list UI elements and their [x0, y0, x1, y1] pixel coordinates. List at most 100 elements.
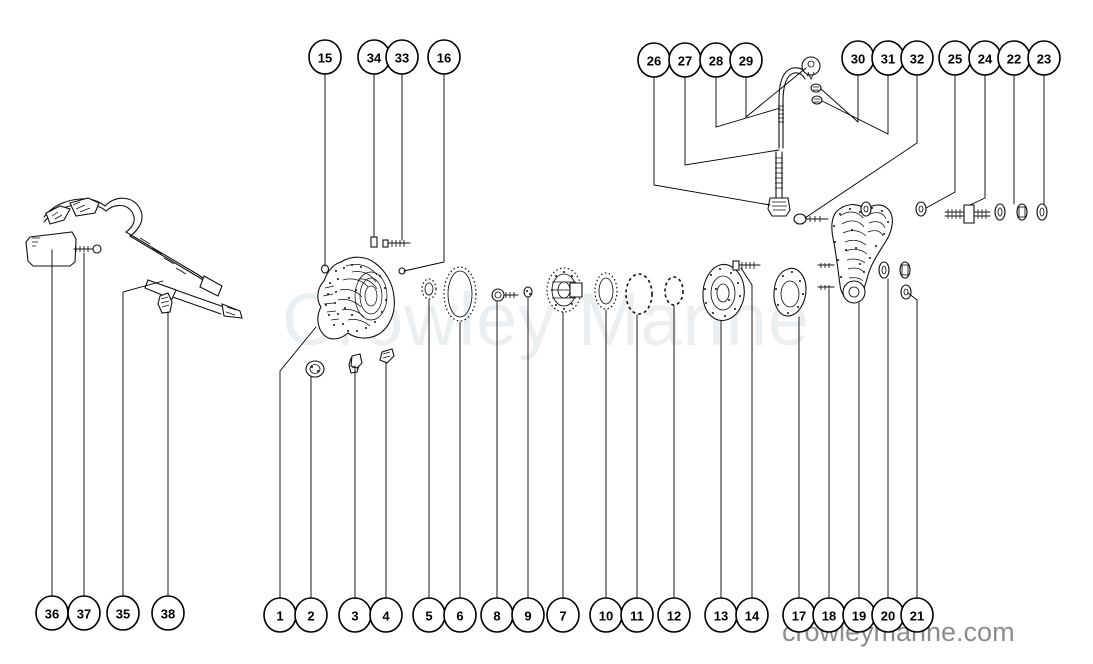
callout-8[interactable]: 8 — [480, 597, 514, 633]
rod-threads-upper — [778, 105, 784, 123]
callout-31[interactable]: 31 — [871, 40, 905, 76]
callout-28[interactable]: 28 — [699, 42, 733, 78]
callout-circle-23[interactable] — [1027, 40, 1061, 76]
callout-label-29: 29 — [739, 54, 753, 69]
callout-7[interactable]: 7 — [546, 597, 580, 633]
callout-35[interactable]: 35 — [106, 595, 140, 631]
callout-36[interactable]: 36 — [35, 595, 69, 631]
callout-label-25: 25 — [948, 52, 962, 67]
callout-11[interactable]: 11 — [620, 597, 654, 633]
nut-23b — [1036, 203, 1048, 221]
callout-25[interactable]: 25 — [938, 40, 972, 76]
callout-2[interactable]: 2 — [294, 597, 328, 633]
callout-circle-35[interactable] — [106, 595, 140, 631]
callout-4[interactable]: 4 — [369, 597, 403, 633]
washer-19 — [878, 261, 890, 279]
callout-circle-15[interactable] — [308, 39, 342, 75]
callout-33[interactable]: 33 — [385, 39, 419, 75]
callout-9[interactable]: 9 — [511, 597, 545, 633]
housing-bolt-33 — [382, 239, 411, 248]
washer-32 — [860, 201, 872, 217]
callout-26[interactable]: 26 — [637, 42, 671, 78]
screw-14 — [732, 260, 761, 271]
callout-20[interactable]: 20 — [871, 597, 905, 633]
cable-clamp — [157, 292, 173, 314]
cable-retainer-screw — [73, 244, 102, 254]
key-8 — [491, 288, 519, 302]
callout-21[interactable]: 21 — [900, 597, 934, 633]
callout-label-37: 37 — [77, 607, 91, 622]
shift-lever-bracket — [831, 204, 893, 301]
callout-label-28: 28 — [709, 54, 723, 69]
callout-32[interactable]: 32 — [900, 40, 934, 76]
washer-12 — [664, 276, 684, 306]
callout-circle-11[interactable] — [620, 597, 654, 633]
callout-38[interactable]: 38 — [151, 595, 185, 631]
callout-circle-9[interactable] — [511, 597, 545, 633]
callout-24[interactable]: 24 — [968, 40, 1002, 76]
callout-label-17: 17 — [792, 609, 806, 624]
water-pump-housing-assembly — [305, 236, 411, 378]
callout-label-15: 15 — [318, 51, 332, 66]
housing-speckle — [325, 264, 387, 332]
callout-6[interactable]: 6 — [443, 597, 477, 633]
callout-label-26: 26 — [647, 54, 661, 69]
callout-circle-4[interactable] — [369, 597, 403, 633]
callout-circle-37[interactable] — [67, 595, 101, 631]
wear-plate-11 — [625, 273, 653, 315]
callout-label-19: 19 — [852, 609, 866, 624]
callout-5[interactable]: 5 — [412, 597, 446, 633]
callout-37[interactable]: 37 — [67, 595, 101, 631]
callout-label-6: 6 — [456, 609, 463, 624]
housing-screw-34 — [370, 236, 378, 248]
callout-27[interactable]: 27 — [668, 42, 702, 78]
callout-circle-29[interactable] — [729, 42, 763, 78]
callout-23[interactable]: 23 — [1027, 40, 1061, 76]
callout-label-12: 12 — [667, 609, 681, 624]
callout-circle-38[interactable] — [151, 595, 185, 631]
impeller-7 — [546, 267, 583, 313]
callout-19[interactable]: 19 — [842, 597, 876, 633]
callout-circle-32[interactable] — [900, 40, 934, 76]
callout-label-30: 30 — [851, 52, 865, 67]
callout-circle-16[interactable] — [427, 39, 461, 75]
callout-circle-12[interactable] — [657, 597, 691, 633]
nut-23 — [1016, 203, 1028, 221]
left-shift-cable-assembly — [25, 197, 243, 319]
callout-circle-33[interactable] — [385, 39, 419, 75]
callout-circle-6[interactable] — [443, 597, 477, 633]
callout-12[interactable]: 12 — [657, 597, 691, 633]
callout-circle-7[interactable] — [546, 597, 580, 633]
callout-3[interactable]: 3 — [338, 597, 372, 633]
callout-label-2: 2 — [307, 609, 314, 624]
callout-14[interactable]: 14 — [735, 597, 769, 633]
callout-15[interactable]: 15 — [308, 39, 342, 75]
callout-label-27: 27 — [678, 54, 692, 69]
callout-17[interactable]: 17 — [782, 597, 816, 633]
callout-30[interactable]: 30 — [841, 40, 875, 76]
callout-10[interactable]: 10 — [589, 597, 623, 633]
grommet-30 — [810, 83, 822, 93]
housing-shading — [322, 264, 388, 327]
callout-13[interactable]: 13 — [704, 597, 738, 633]
seal-impeller-stack — [421, 266, 684, 322]
callout-label-34: 34 — [367, 51, 382, 66]
callout-29[interactable]: 29 — [729, 42, 763, 78]
callout-circle-2[interactable] — [294, 597, 328, 633]
shift-rod-assembly — [767, 56, 829, 225]
callout-label-18: 18 — [822, 609, 836, 624]
callout-label-14: 14 — [745, 609, 760, 624]
callout-circle-14[interactable] — [735, 597, 769, 633]
pump-clip-3 — [350, 353, 363, 369]
callout-22[interactable]: 22 — [997, 40, 1031, 76]
callout-label-7: 7 — [559, 609, 566, 624]
callout-16[interactable]: 16 — [427, 39, 461, 75]
callout-label-8: 8 — [493, 609, 500, 624]
bracket-speckle — [833, 207, 889, 291]
callout-18[interactable]: 18 — [812, 597, 846, 633]
callout-label-1: 1 — [276, 609, 283, 624]
callout-circle-21[interactable] — [900, 597, 934, 633]
callout-1[interactable]: 1 — [263, 597, 297, 633]
